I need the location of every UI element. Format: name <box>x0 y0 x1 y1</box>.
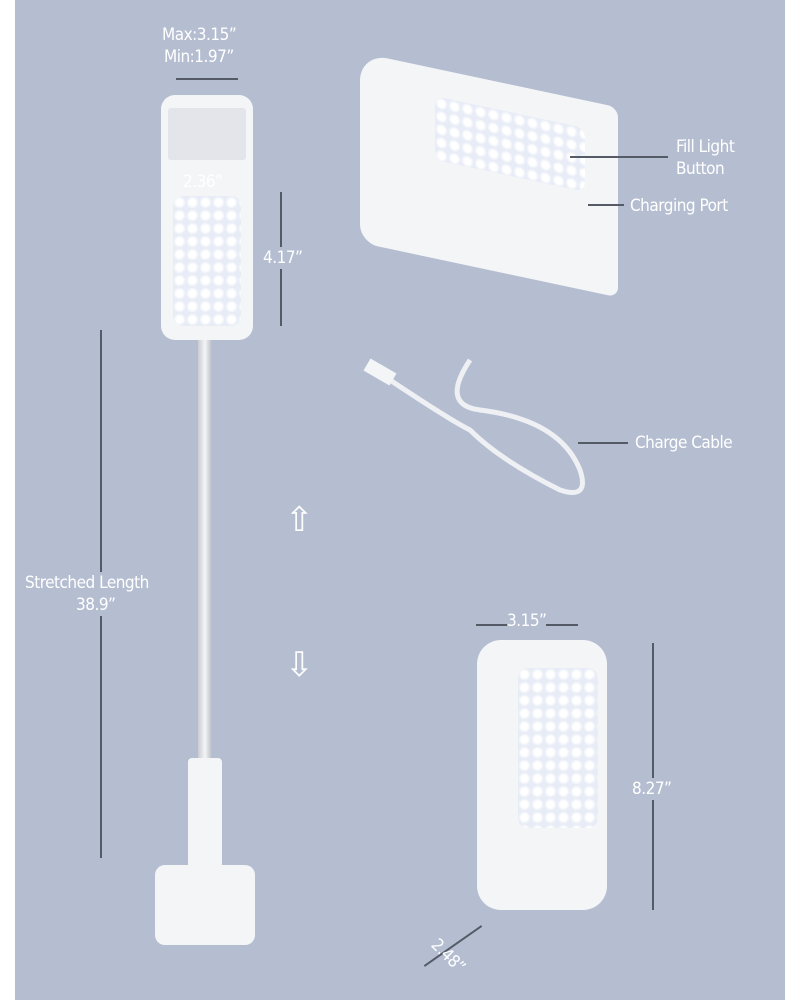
arrow-down-icon: ⇩ <box>285 646 314 684</box>
head-height-label: 4.17” <box>263 247 303 269</box>
fill-light-pointer <box>570 156 668 158</box>
box-width-label: 3.15” <box>507 610 547 632</box>
box-height-line <box>652 643 654 910</box>
charging-port-pointer <box>588 204 624 206</box>
fill-light-label-line2: Button <box>676 159 725 179</box>
arrow-up-icon: ⇧ <box>285 501 314 539</box>
fill-light-label-line1: Fill Light <box>676 137 735 157</box>
stretched-length-title: Stretched Length <box>25 572 149 594</box>
clamp-min-label: Min:1.97” <box>164 47 234 67</box>
charge-cable-label: Charge Cable <box>635 433 733 453</box>
charge-cable-pointer <box>578 442 628 444</box>
pole-grip <box>188 758 222 868</box>
charging-port-label: Charging Port <box>630 196 728 216</box>
light-box-front-panel <box>518 668 598 828</box>
head-width-label: 2.36” <box>183 172 223 192</box>
phone-clamp <box>168 108 246 160</box>
charge-cable-image <box>363 358 585 495</box>
fill-light-panel <box>173 196 241 326</box>
box-height-label: 8.27” <box>632 778 672 800</box>
clamp-max-label: Max:3.15” <box>162 25 237 45</box>
clamp-dimension-line <box>176 78 238 80</box>
stand-base <box>155 865 255 945</box>
telescopic-pole <box>198 340 212 760</box>
stretched-length-value: 38.9” <box>76 594 116 616</box>
